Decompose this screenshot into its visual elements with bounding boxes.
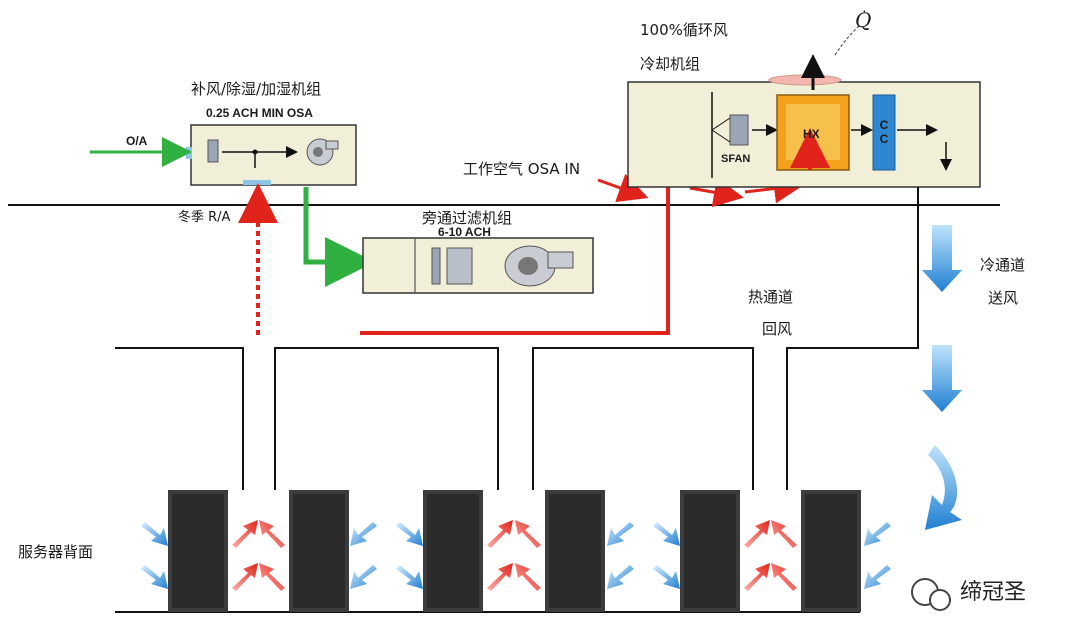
- recirc-label: 100%循环风: [640, 21, 728, 39]
- hot-aisle-containment: [115, 190, 919, 490]
- winter-ra-label: 冬季 R/A: [178, 210, 231, 225]
- bypass-unit-spec: 6-10 ACH: [438, 225, 491, 239]
- server-back-label: 服务器背面: [18, 543, 94, 561]
- rack-cold-arrows: [141, 522, 891, 589]
- makeup-unit-spec: 0.25 ACH MIN OSA: [206, 106, 313, 120]
- rack-hot-arrows: [232, 520, 797, 591]
- oa-label: O/A: [126, 134, 148, 148]
- q-dot-mark: ·: [862, 2, 867, 18]
- cooling-unit: [627, 24, 981, 205]
- cc-coil: [872, 94, 896, 171]
- fan-icon: [504, 245, 574, 287]
- supply-air-label: 送风: [988, 289, 1019, 307]
- return-air-label: 回风: [762, 320, 793, 338]
- sfan-label: SFAN: [721, 153, 751, 165]
- cooling-unit-title: 冷却机组: [640, 55, 701, 73]
- bypass-filter-unit: [362, 237, 594, 294]
- watermark-text: 缔冠圣: [960, 580, 1027, 605]
- cc-label: CC: [879, 118, 889, 146]
- hx-label: HX: [803, 127, 820, 141]
- cold-aisle-label: 冷通道: [980, 256, 1026, 274]
- fan-icon: [306, 138, 339, 166]
- makeup-air-unit: [186, 124, 357, 186]
- server-racks: [168, 490, 861, 612]
- bypass-unit-title: 旁通过滤机组: [422, 209, 513, 227]
- hot-aisle-label: 热通道: [748, 288, 794, 306]
- q-dot-label: Q: [855, 8, 872, 32]
- filter-icon: [431, 247, 473, 285]
- osa-in-arrow: [597, 173, 649, 203]
- makeup-unit-title: 补风/除湿/加湿机组: [191, 80, 322, 98]
- work-air-label: 工作空气 OSA IN: [463, 160, 581, 178]
- cold-supply-arrows: [922, 225, 962, 530]
- watermark-icon: [911, 578, 951, 611]
- makeup-to-bypass-duct: [303, 187, 375, 287]
